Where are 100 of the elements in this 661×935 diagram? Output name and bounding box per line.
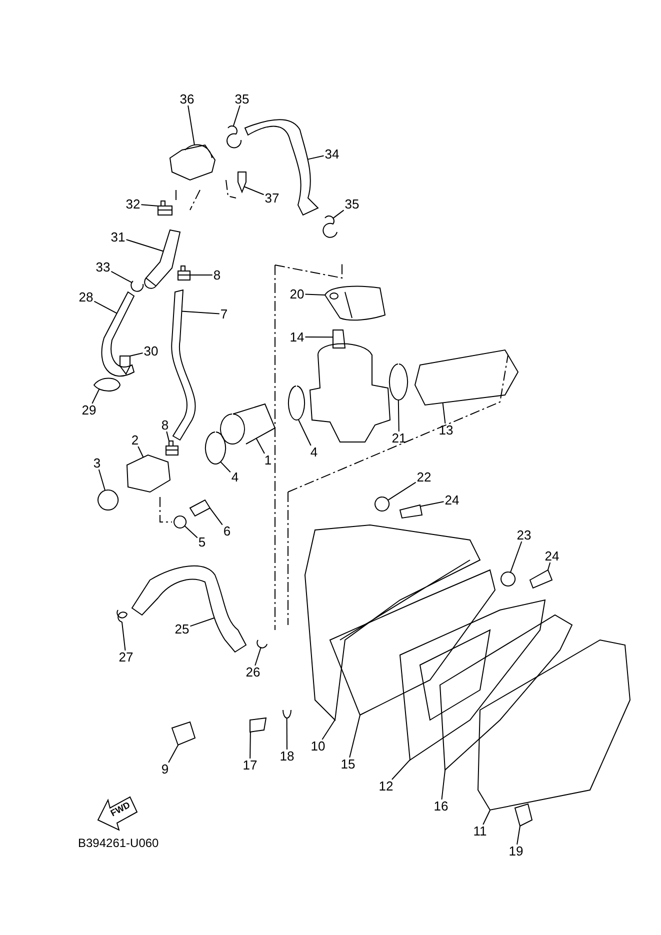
leader-line [220, 461, 231, 473]
leader-line [98, 469, 106, 491]
part-drawing [98, 490, 119, 510]
callout-number: 37 [264, 192, 280, 204]
callout-number: 21 [390, 432, 408, 444]
part-drawing [288, 386, 305, 420]
part-drawing [174, 516, 187, 528]
part-drawing [158, 200, 172, 216]
part-drawing [399, 599, 546, 761]
part-drawing [94, 378, 120, 392]
callout-number: 8 [212, 268, 222, 282]
callout-number: 34 [324, 148, 340, 160]
callout-number: 27 [118, 650, 134, 664]
part-drawing [414, 349, 519, 406]
callout-number: 12 [378, 780, 394, 792]
callout-number: 13 [438, 424, 454, 436]
callout-number: 35 [344, 198, 360, 210]
part-drawing [170, 144, 216, 180]
callout-number: 2 [130, 434, 140, 446]
part-drawing [514, 803, 533, 827]
callout-number: 14 [288, 330, 306, 344]
drawing-code: B394261-U060 [78, 836, 159, 850]
leader-line [387, 482, 416, 501]
part-drawing [529, 569, 553, 589]
part-drawing [304, 524, 481, 722]
part-drawing [256, 640, 268, 648]
part-drawing [220, 404, 276, 444]
leader-line [244, 186, 264, 196]
callout-number: 24 [544, 550, 560, 562]
part-drawing [171, 721, 196, 746]
part-drawing [332, 330, 346, 348]
leader-line [391, 759, 410, 780]
leader-line [130, 352, 144, 356]
leader-line [121, 622, 126, 651]
leader-line [254, 647, 262, 666]
leader-line [92, 388, 100, 404]
part-drawing [500, 572, 516, 586]
callout-number: 18 [278, 750, 296, 762]
callout-number: 23 [516, 528, 532, 542]
leader-line [420, 501, 444, 507]
callout-number: 35 [234, 92, 250, 106]
leader-line [181, 310, 220, 314]
part-drawing [322, 216, 338, 238]
leader-line [304, 294, 326, 296]
callout-number: 11 [472, 824, 488, 838]
part-drawing [244, 119, 318, 216]
callout-number: 10 [310, 740, 326, 752]
callout-number: 19 [508, 844, 524, 858]
part-drawing [389, 364, 408, 400]
leader-line [322, 719, 336, 740]
part-drawing [324, 286, 386, 321]
leader-line [332, 210, 344, 219]
callout-number: 5 [197, 536, 207, 548]
leader-line [94, 300, 118, 314]
leader-line [138, 446, 144, 458]
leader-line [232, 105, 240, 127]
callout-number: 33 [94, 260, 112, 274]
callout-number: 1 [263, 454, 273, 466]
leader-line [398, 399, 400, 432]
part-drawing [171, 290, 196, 440]
leader-line [168, 744, 179, 763]
leader-line [190, 274, 213, 276]
part-drawing [132, 565, 246, 652]
leader-line [256, 438, 265, 454]
leader-line [510, 541, 522, 573]
callout-number: 36 [178, 92, 196, 106]
direction-label: FWD [108, 800, 132, 818]
leader-line [209, 508, 223, 526]
leader-line [442, 402, 446, 424]
part-drawing [130, 280, 144, 292]
callout-number: 16 [432, 800, 450, 812]
leader-line [304, 336, 334, 338]
part-drawing [189, 499, 211, 517]
callout-number: 8 [160, 418, 170, 432]
callout-number: 17 [242, 758, 258, 772]
leader-line [307, 155, 324, 160]
callout-number: 15 [340, 758, 356, 770]
part-drawing [101, 292, 134, 376]
callout-number: 26 [244, 666, 262, 678]
part-drawing [478, 639, 630, 811]
callout-number: 9 [160, 762, 170, 776]
callout-number: 4 [230, 470, 240, 484]
part-drawing [374, 496, 390, 512]
callout-number: 7 [219, 308, 229, 320]
part-drawing [282, 710, 292, 718]
callout-number: 3 [92, 456, 102, 470]
callout-number: 28 [78, 290, 94, 304]
leader-line [349, 714, 361, 758]
leader-line [110, 270, 132, 284]
part-drawing [144, 230, 180, 289]
callout-number: 25 [174, 622, 190, 636]
leader-line [188, 105, 195, 146]
leader-line [298, 419, 312, 446]
part-drawing [178, 266, 190, 280]
callout-number: 20 [288, 288, 306, 300]
part-drawing [226, 126, 242, 148]
callout-number: 24 [444, 494, 460, 506]
part-drawing [116, 610, 128, 622]
part-drawing [329, 569, 496, 716]
callout-number: 29 [80, 404, 98, 416]
